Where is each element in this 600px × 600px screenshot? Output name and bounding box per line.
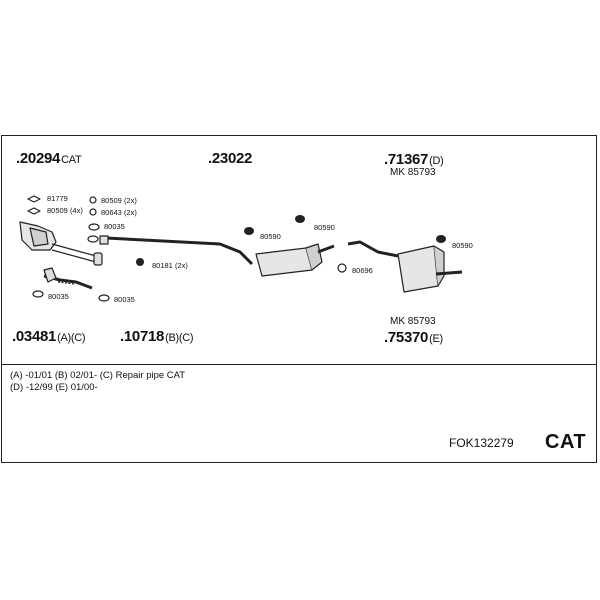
- catalytic-converter: [19, 221, 103, 266]
- part-label-03481: .03481(A)(C): [12, 328, 86, 345]
- note-line-2: (D) -12/99 (E) 01/00-: [10, 382, 98, 393]
- part-label-10718: .10718(B)(C): [120, 328, 194, 345]
- category-badge: CAT: [545, 431, 587, 453]
- set-code: FOK132279: [449, 436, 514, 450]
- rear-pipe: [347, 240, 399, 258]
- hanger-icons: [136, 215, 446, 266]
- part-label-23022: .23022: [208, 150, 253, 167]
- small-part-80590-c: 80590: [452, 241, 473, 250]
- small-part-80509-2x: 80509 (2x): [101, 196, 137, 205]
- small-part-80181-2x: 80181 (2x): [152, 261, 188, 270]
- small-part-80035-c: 80035: [114, 295, 135, 304]
- small-part-80590-b: 80590: [314, 223, 335, 232]
- part-label-20294: .20294CAT: [16, 150, 82, 167]
- diagram-frame: [1, 135, 597, 463]
- part-label-71367: .71367(D): [384, 151, 444, 168]
- small-part-80696: 80696: [352, 266, 373, 275]
- front-pipe: [43, 267, 93, 290]
- small-part-80035-b: 80035: [48, 292, 69, 301]
- middle-silencer: [255, 243, 335, 277]
- mk-label-bottom: MK 85793: [390, 316, 436, 327]
- notes-separator: [1, 364, 597, 365]
- small-part-80590-a: 80590: [260, 232, 281, 241]
- middle-pipe: [99, 235, 254, 266]
- small-part-80643-2x: 80643 (2x): [101, 208, 137, 217]
- note-line-1: (A) -01/01 (B) 02/01- (C) Repair pipe CA…: [10, 370, 186, 381]
- mk-label-top: MK 85793: [390, 167, 436, 178]
- clamp-icons: [27, 195, 347, 302]
- small-part-80035-a: 80035: [104, 222, 125, 231]
- rear-silencer: [397, 245, 463, 293]
- small-part-81779: 81779: [47, 194, 68, 203]
- small-part-80509-4x: 80509 (4x): [47, 206, 83, 215]
- part-label-75370: .75370(E): [384, 329, 443, 346]
